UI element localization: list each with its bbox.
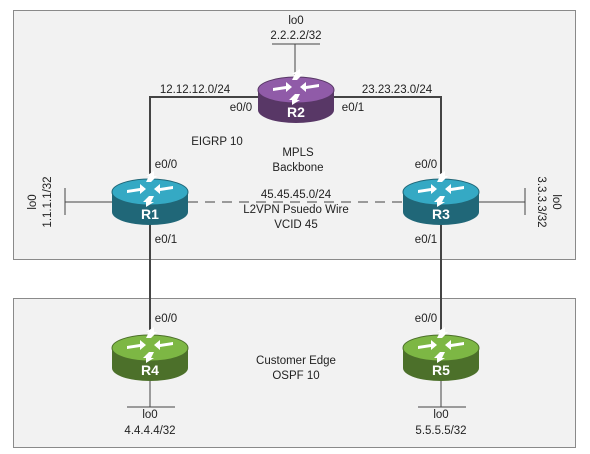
customer-area-box (13, 298, 576, 448)
r4-interface-up: e0/0 (155, 313, 177, 325)
router-r3[interactable] (402, 171, 480, 225)
r5-loopback-address: 5.5.5.5/32 (415, 425, 466, 437)
r2-loopback-address: 2.2.2.2/32 (270, 30, 321, 42)
r4-loopback-address: 4.4.4.4/32 (124, 425, 175, 437)
r2-interface-right: e0/1 (342, 102, 364, 114)
router-r5-name: R5 (432, 362, 450, 378)
r5-interface-up: e0/0 (415, 313, 437, 325)
router-r3-name: R3 (432, 206, 450, 222)
link-r2-r3 (325, 96, 442, 178)
router-r2-name: R2 (287, 104, 305, 120)
router-r1-name: R1 (141, 206, 159, 222)
r5-loopback-name: lo0 (433, 409, 448, 421)
router-r5[interactable] (402, 327, 480, 381)
r3-loopback-name: lo0 (550, 194, 562, 209)
link-r1-r2 (149, 96, 265, 178)
mpls-igp-label: EIGRP 10 (191, 136, 243, 148)
subnet-r2-r3: 23.23.23.0/24 (362, 84, 433, 96)
pseudowire-label: L2VPN Psuedo Wire (243, 204, 348, 216)
pseudowire-vcid: VCID 45 (274, 219, 317, 231)
r1-interface-down: e0/1 (155, 234, 177, 246)
r2-loopback-name: lo0 (288, 15, 303, 27)
mpls-title-line2: Backbone (272, 162, 323, 174)
router-r4-name: R4 (141, 362, 159, 378)
pseudowire-subnet: 45.45.45.0/24 (261, 189, 332, 201)
r3-loopback-address: 3.3.3.3/32 (535, 176, 547, 227)
r1-interface-up: e0/0 (155, 159, 177, 171)
router-r1[interactable] (111, 171, 189, 225)
r4-loopback-name: lo0 (142, 409, 157, 421)
r3-interface-down: e0/1 (415, 234, 437, 246)
r3-interface-up: e0/0 (415, 159, 437, 171)
router-r4[interactable] (111, 327, 189, 381)
mpls-title-line1: MPLS (282, 147, 314, 159)
customer-title-line2: OSPF 10 (272, 370, 319, 382)
r1-loopback-address: 1.1.1.1/32 (42, 176, 54, 227)
customer-title-line1: Customer Edge (256, 355, 336, 367)
r2-interface-left: e0/0 (230, 102, 252, 114)
router-r2[interactable] (257, 69, 335, 123)
r1-loopback-name: lo0 (27, 194, 39, 209)
subnet-r1-r2: 12.12.12.0/24 (160, 84, 231, 96)
